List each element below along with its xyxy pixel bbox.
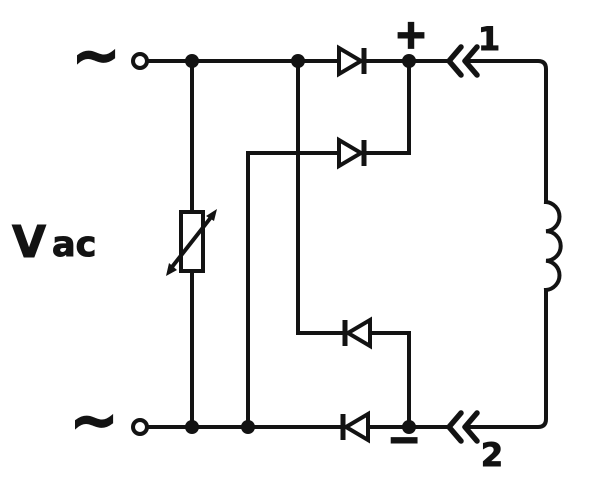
wires	[145, 59, 548, 429]
diode-d4	[340, 410, 370, 444]
wire-load-top	[463, 59, 548, 204]
junction-dot	[185, 420, 199, 434]
connector-2-outer-chevron-icon	[446, 410, 464, 444]
ac-terminal-bottom	[131, 418, 149, 436]
wire-load-bottom	[463, 288, 548, 429]
diode-d4-triangle-icon	[342, 410, 370, 444]
diode-d2-triangle-icon	[337, 136, 365, 170]
connector-1-inner-chevron-icon	[462, 44, 480, 78]
ac-source: V ac ~ ~	[12, 20, 149, 455]
diode-d1	[337, 44, 367, 78]
diode-d1-triangle-icon	[337, 44, 365, 78]
connector-1: 1	[446, 20, 501, 78]
diode-d3-triangle-icon	[344, 316, 372, 350]
connector-2-label: 2	[481, 436, 503, 474]
wire-d3-to-minus	[368, 331, 411, 429]
wire-top-to-d3	[296, 59, 345, 335]
diode-d3	[342, 316, 372, 350]
connector-1-label: 1	[478, 20, 500, 58]
rheostat-arrowhead-lower-icon	[166, 263, 177, 276]
connector-1-outer-chevron-icon	[446, 44, 464, 78]
rheostat-arrow-shaft	[169, 213, 215, 270]
ac-tilde-top-icon: ~	[72, 21, 121, 89]
wire-bottom-to-d2	[246, 151, 340, 429]
junction-dot	[185, 54, 199, 68]
wire-d2-to-plus	[363, 59, 411, 155]
source-label-ac: ac	[52, 225, 96, 265]
plus-label: +	[394, 12, 428, 58]
rheostat-arrowhead-upper-icon	[206, 209, 217, 221]
connector-2: 2	[446, 410, 504, 475]
source-label-v: V	[12, 217, 46, 268]
junction-dot-minus-node	[402, 420, 416, 434]
rheostat	[166, 209, 217, 276]
connector-2-inner-chevron-icon	[462, 410, 480, 444]
inductor-coil-icon	[543, 199, 563, 293]
diode-d2	[337, 136, 367, 170]
junction-dot	[291, 54, 305, 68]
junction-dot-plus-node	[402, 54, 416, 68]
junction-dots	[185, 54, 416, 434]
ac-terminal-top	[131, 52, 149, 70]
junction-dot	[241, 420, 255, 434]
ac-tilde-bottom-icon: ~	[70, 386, 119, 454]
